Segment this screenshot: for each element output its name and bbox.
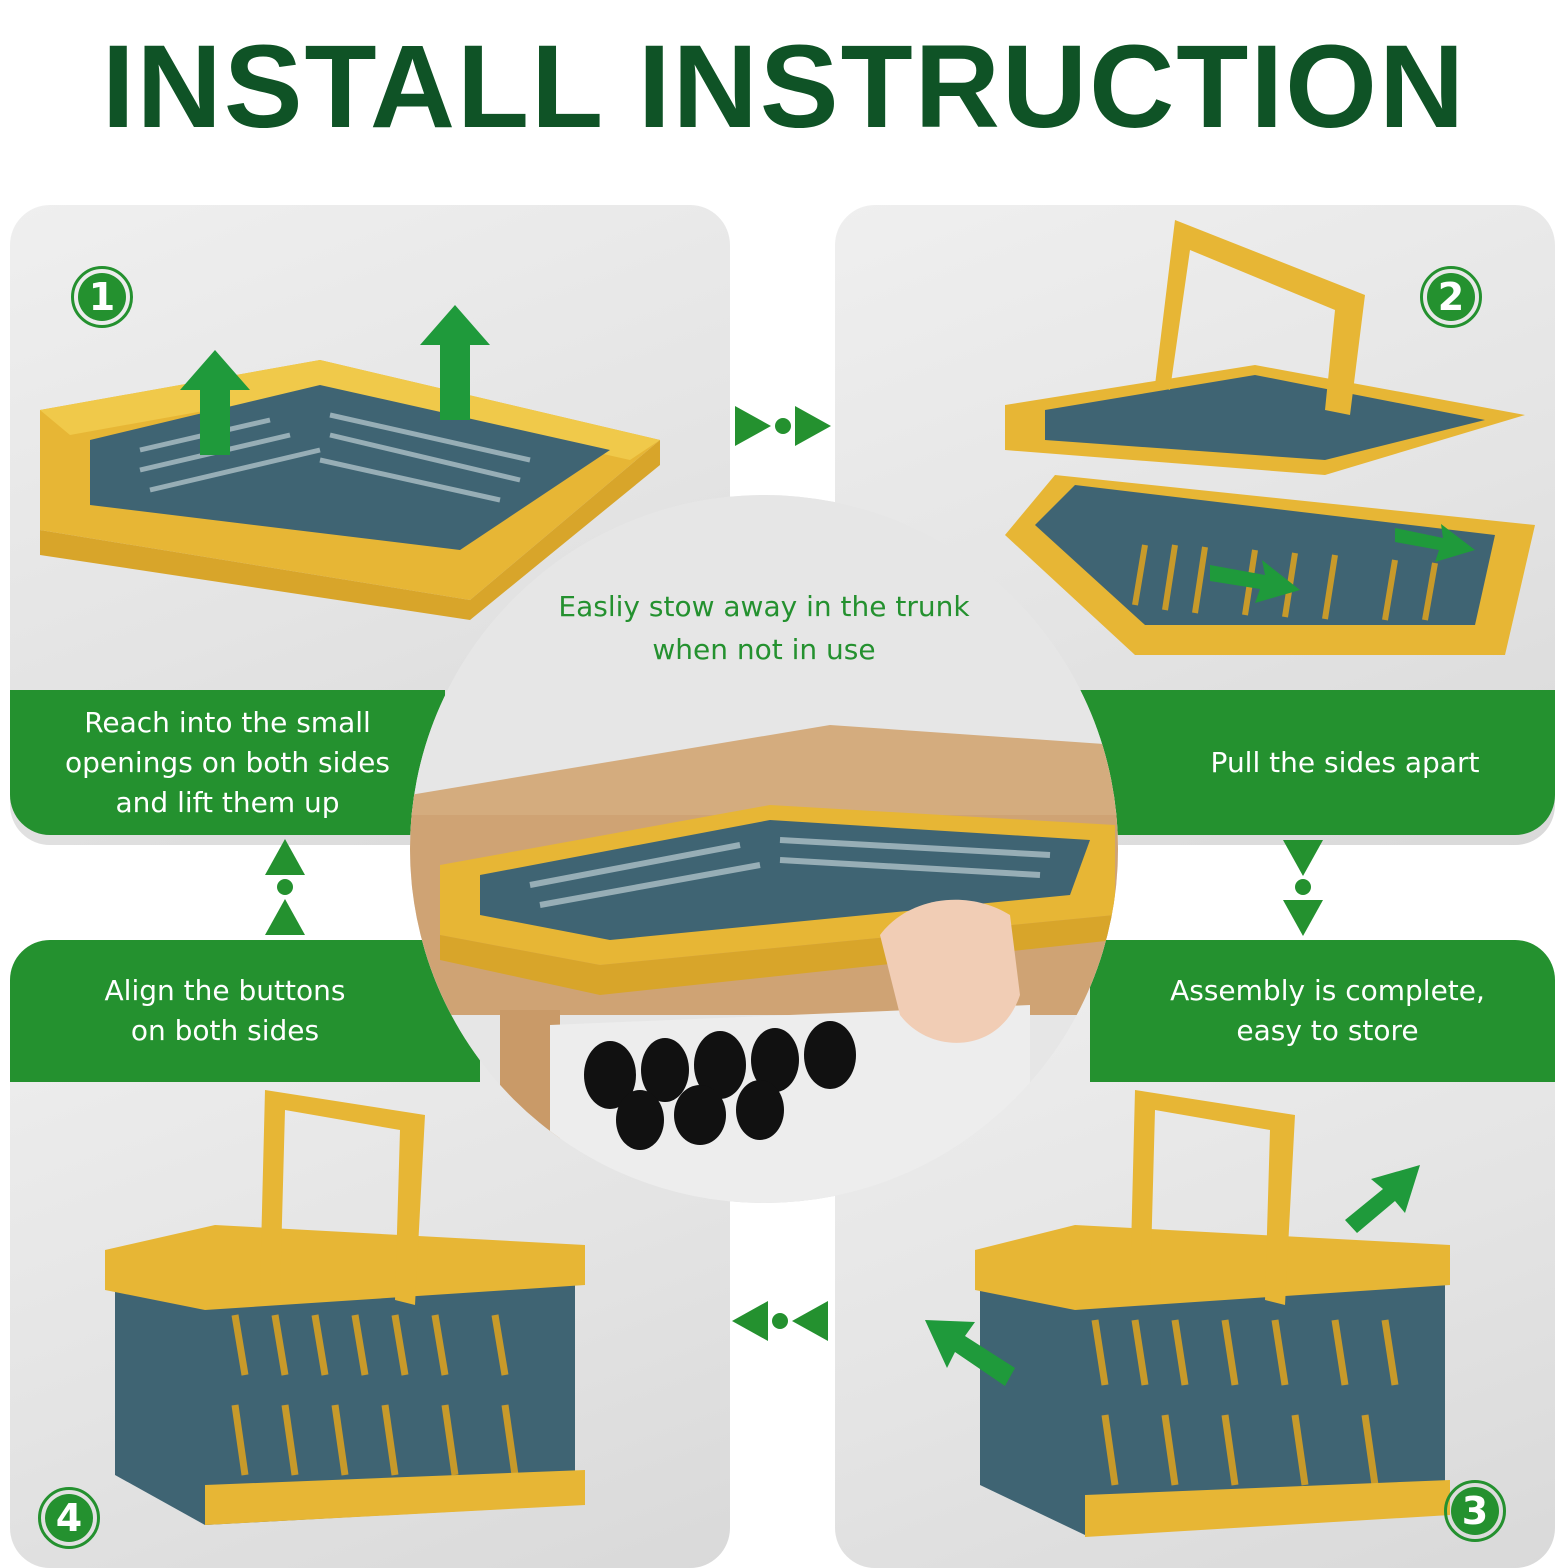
center-caption: Easliy stow away in the trunk when not i… — [558, 590, 970, 666]
wooden-shelf-illustration — [410, 495, 1118, 1203]
arrow-down-icon — [1283, 840, 1323, 936]
step-4-number-badge: 4 — [38, 1487, 100, 1549]
step-1-caption: Reach into the small openings on both si… — [10, 690, 445, 835]
step-3-number-badge: 3 — [1444, 1480, 1506, 1542]
pull-arrow-icon — [1395, 524, 1475, 562]
step-4-caption: Align the buttons on both sides — [10, 940, 480, 1082]
finished-basket-illustration — [975, 1090, 1450, 1537]
expand-arrow-icon — [1345, 1165, 1420, 1233]
arrow-up-icon — [265, 839, 305, 935]
step-2-caption: Pull the sides apart — [1075, 690, 1555, 835]
lift-arrow-icon — [420, 305, 490, 420]
center-storage-photo: Easliy stow away in the trunk when not i… — [410, 495, 1118, 1203]
assembled-basket-illustration — [105, 1090, 585, 1525]
pull-arrow-icon — [1210, 560, 1300, 603]
step-1-number-badge: 1 — [71, 266, 133, 328]
arrow-right-icon — [735, 406, 831, 446]
arrow-left-icon — [732, 1301, 828, 1341]
lift-arrow-icon — [180, 350, 250, 455]
expand-arrow-icon — [925, 1320, 1015, 1386]
step-2-number-badge: 2 — [1420, 266, 1482, 328]
page-title: INSTALL INSTRUCTION — [101, 21, 1467, 153]
step-3-caption: Assembly is complete, easy to store — [1090, 940, 1555, 1082]
expanding-basket-illustration — [1005, 220, 1535, 655]
